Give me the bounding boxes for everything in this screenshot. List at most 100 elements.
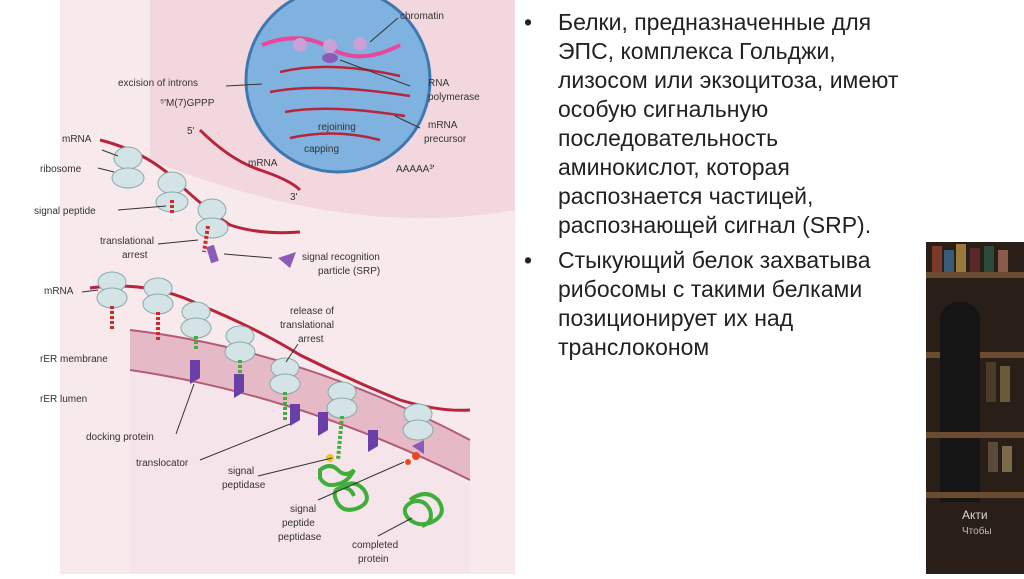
label-translational-arrest-1: translational <box>100 236 154 247</box>
bullet-line: распознающей сигнал (SRP). <box>558 212 872 238</box>
webcam-overlay <box>926 242 1024 574</box>
label-rna-polymerase-1: RNA <box>428 78 449 89</box>
label-three-prime: 3' <box>290 192 298 203</box>
label-translational-arrest-2: arrest <box>122 250 148 261</box>
bullet-line: транслоконом <box>558 334 710 360</box>
rna-polymerase <box>322 53 338 63</box>
book <box>1000 366 1010 402</box>
book <box>956 244 966 272</box>
leader-line <box>117 205 167 211</box>
ribosome <box>157 171 187 195</box>
leader-line <box>317 461 405 501</box>
book <box>988 442 998 472</box>
leader-line <box>285 343 299 363</box>
activation-watermark-sub: Чтобы <box>962 526 992 537</box>
figure-svg: chromatin excision of introns ⁵'M(7)GPPP… <box>34 0 515 574</box>
srp-particle <box>278 252 296 268</box>
slide-text: • Белки, предназначенные для ЭПС, компле… <box>518 8 938 368</box>
label-mrna-lower: mRNA <box>44 286 74 297</box>
ribosome <box>326 397 358 419</box>
label-rer-membrane: rER membrane <box>40 354 108 365</box>
ribosome <box>113 146 143 170</box>
docking-protein-shape <box>368 430 378 452</box>
srp-bound <box>206 244 219 264</box>
bullet-line: позиционирует их над <box>558 305 794 331</box>
label-srp-1: signal recognition <box>302 252 380 263</box>
label-release-3: arrest <box>298 334 324 345</box>
mrna-exiting <box>198 128 302 192</box>
ribosome <box>180 317 212 339</box>
book <box>986 362 996 402</box>
label-docking-protein: docking protein <box>86 432 154 443</box>
mrna-precursor-strand <box>284 107 406 118</box>
label-signal-peptidase-1: signal <box>228 466 254 477</box>
book <box>932 246 942 272</box>
chromatin-bead <box>323 39 337 53</box>
bullet-dot: • <box>524 247 533 273</box>
bullet-line: распознается частицей, <box>558 183 814 209</box>
mrna-precursor-strand <box>289 132 381 142</box>
label-cap: ⁵'M(7)GPPP <box>160 98 215 109</box>
leader-line <box>257 457 333 477</box>
book <box>970 248 980 272</box>
label-sp-peptidase-3: peptidase <box>278 532 322 543</box>
label-rna-polymerase-2: polymerase <box>428 92 480 103</box>
ribosome <box>195 217 229 239</box>
leader-line <box>81 289 99 293</box>
leader-line <box>223 253 273 259</box>
leader-line <box>225 83 263 87</box>
signal-peptide-fragment <box>405 459 411 465</box>
label-release-1: release of <box>290 306 334 317</box>
bullet-line: лизосом или экзоцитоза, имеют <box>558 67 899 93</box>
label-release-2: translational <box>280 320 334 331</box>
signal-peptide-chain <box>202 225 210 253</box>
protein-coil <box>332 481 369 512</box>
bullet-line: последовательность <box>558 125 779 151</box>
label-mrna-precursor-1: mRNA <box>428 120 458 131</box>
bullet-line: ЭПС, комплекса Гольджи, <box>558 38 836 64</box>
label-rejoining: rejoining <box>318 122 356 133</box>
nascent-chain <box>336 415 344 461</box>
label-five-prime: 5' <box>187 126 195 137</box>
leader-line <box>175 383 195 435</box>
protein-targeting-figure: chromatin excision of introns ⁵'M(7)GPPP… <box>34 0 515 574</box>
ribosome <box>402 419 434 441</box>
ribosome <box>224 341 256 363</box>
label-ribosome: ribosome <box>40 164 82 175</box>
bullet-line: Белки, предназначенные для <box>558 9 872 35</box>
label-capping: capping <box>304 144 339 155</box>
label-sp-peptidase-1: signal <box>290 504 316 515</box>
docking-proteins <box>190 360 424 454</box>
label-completed-2: protein <box>358 554 389 565</box>
leader-line <box>377 517 413 537</box>
docking-protein-shape <box>290 404 300 426</box>
ribosome <box>269 373 301 395</box>
chromatin-bead <box>293 38 307 52</box>
leader-line <box>199 423 291 461</box>
label-signal-peptide: signal peptide <box>34 206 96 217</box>
label-signal-peptidase-2: peptidase <box>222 480 266 491</box>
signal-peptide-fragment <box>412 452 420 460</box>
label-sp-peptidase-2: peptide <box>282 518 315 529</box>
ribosome <box>111 167 145 189</box>
srp-released <box>412 440 424 454</box>
label-excision: excision of introns <box>118 78 198 89</box>
activation-watermark: Акти <box>962 508 988 522</box>
leader-line <box>369 17 399 43</box>
docking-protein-shape <box>318 412 328 436</box>
protein-coil <box>318 464 356 488</box>
bullet-line: аминокислот, которая <box>558 154 790 180</box>
bullet-item-2: • Стыкующий белок захватыва рибосомы с т… <box>518 246 938 362</box>
book <box>998 250 1008 272</box>
chromatin-bead <box>353 37 367 51</box>
docking-protein-shape <box>234 374 244 398</box>
label-rer-lumen: rER lumen <box>40 394 87 405</box>
bookshelf <box>926 272 1024 278</box>
label-mrna-top: mRNA <box>62 134 92 145</box>
bookshelf <box>926 492 1024 498</box>
er-lumen <box>130 372 470 574</box>
leader-line <box>339 59 411 87</box>
ribosome-group-top <box>111 146 229 264</box>
docking-protein-shape <box>190 360 200 384</box>
label-poly-a: AAAAA³' <box>396 164 435 175</box>
